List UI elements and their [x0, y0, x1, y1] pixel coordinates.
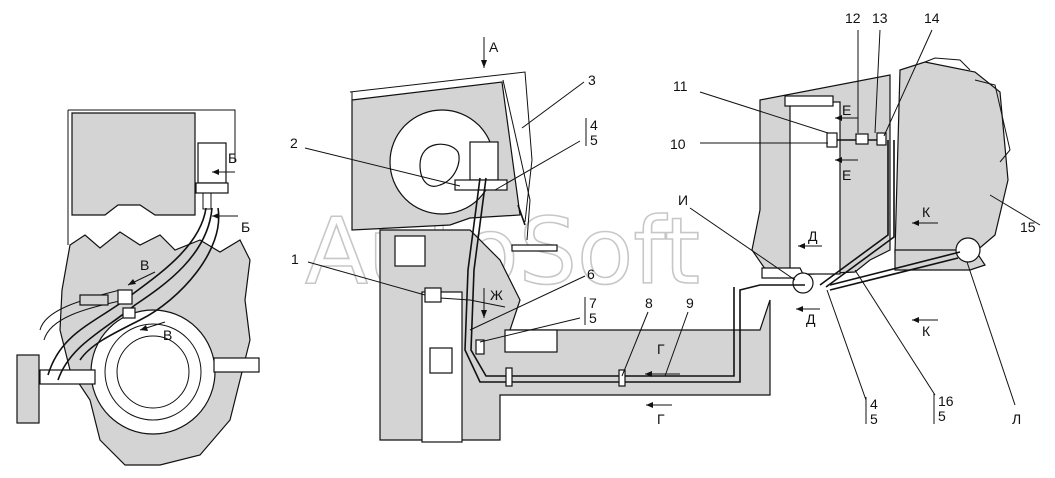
view-letter-g2: Г — [657, 411, 665, 427]
label-12: 12 — [845, 10, 861, 26]
view-letter-i: И — [678, 192, 688, 208]
label-5b: 5 — [589, 310, 597, 326]
label-11: 11 — [673, 78, 688, 94]
view-letter-b1: Б — [228, 150, 237, 166]
label-9: 9 — [686, 295, 694, 311]
view-letter-v2: В — [163, 327, 172, 343]
view-letter-d2: Д — [806, 311, 816, 327]
view-letter-k2: К — [922, 323, 931, 339]
label-4a: 4 — [590, 117, 598, 133]
view-letter-k1: К — [922, 204, 931, 220]
label-4b: 4 — [870, 396, 878, 412]
label-2: 2 — [290, 135, 298, 151]
label-14: 14 — [924, 10, 940, 26]
view-letter-zh: Ж — [490, 287, 503, 303]
left-view-engine — [16, 109, 260, 466]
label-15: 15 — [1020, 219, 1036, 235]
label-13: 13 — [872, 10, 888, 26]
label-1: 1 — [291, 251, 299, 267]
view-letter-e2: Е — [842, 167, 851, 183]
view-letter-d1: Д — [808, 228, 818, 244]
view-letter-a: А — [489, 39, 499, 55]
labels: 1 2 3 4 5 6 7 5 8 9 10 11 12 13 14 15 4 … — [140, 10, 1036, 427]
label-7: 7 — [589, 295, 597, 311]
view-letter-e1: Е — [842, 102, 851, 118]
label-5d: 5 — [938, 408, 946, 424]
label-16: 16 — [938, 393, 954, 409]
view-letter-g1: Г — [657, 341, 665, 357]
label-6: 6 — [587, 266, 595, 282]
view-letter-b2: Б — [241, 219, 250, 235]
label-8: 8 — [645, 295, 653, 311]
label-5c: 5 — [870, 411, 878, 427]
label-10: 10 — [670, 136, 686, 152]
view-letter-l: Л — [1012, 411, 1021, 427]
label-3: 3 — [588, 72, 596, 88]
label-5a: 5 — [590, 132, 598, 148]
main-view — [304, 29, 1041, 443]
view-letter-v1: В — [140, 257, 149, 273]
